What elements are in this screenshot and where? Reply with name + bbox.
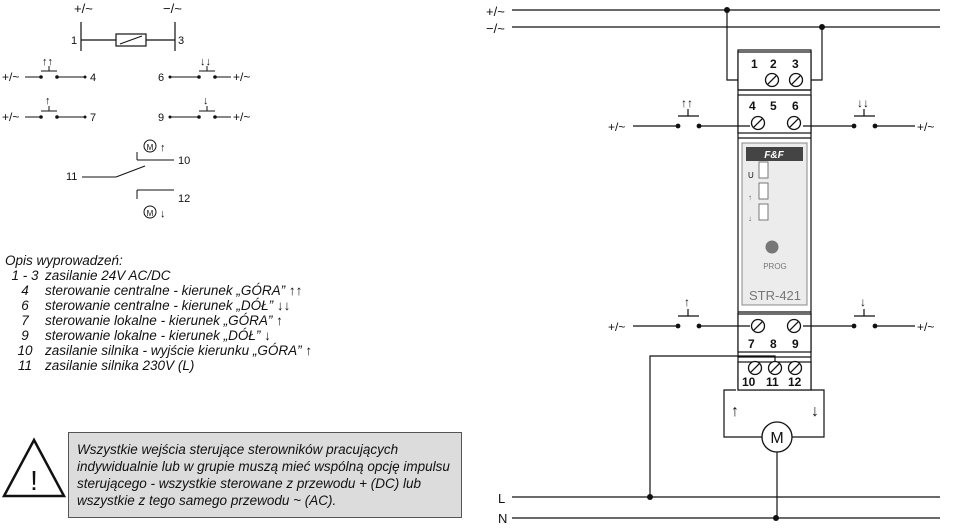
svg-text:7: 7	[748, 337, 755, 351]
down-arrow-icon: ↓	[203, 95, 209, 107]
svg-text:U: U	[748, 171, 754, 180]
svg-text:12: 12	[178, 193, 190, 205]
rail-L-label: L	[498, 491, 505, 506]
down-down-arrow-icon: ↓↓	[857, 96, 869, 110]
svg-text:9: 9	[158, 112, 164, 124]
svg-text:10: 10	[742, 375, 756, 389]
svg-text:+/~: +/~	[608, 120, 625, 134]
svg-text:11: 11	[766, 375, 779, 389]
up-up-arrow-icon: ↑↑	[681, 96, 693, 110]
svg-text:+/~: +/~	[608, 320, 625, 334]
rail-plus-label: +/~	[486, 4, 505, 19]
terminal-block-control: 4 5 6	[749, 99, 802, 131]
down-arrow-icon: ↓	[160, 208, 166, 220]
central-up-switch: +/~ ↑↑	[608, 96, 750, 134]
legend-central-down: 6 ↓↓ +/~	[158, 56, 250, 84]
legend-minus-label: −/~	[163, 1, 182, 16]
svg-text:+/~: +/~	[2, 70, 19, 84]
din-relay-device: F&F U ↑ ↓ PROG STR-421	[737, 49, 812, 391]
svg-text:3: 3	[792, 57, 799, 71]
svg-text:4: 4	[749, 99, 756, 113]
down-arrow-icon: ↓	[860, 295, 866, 309]
up-arrow-icon: ↑	[45, 95, 51, 107]
svg-text:+/~: +/~	[917, 120, 934, 134]
svg-text:!: !	[30, 465, 38, 496]
legend-local-down: 9 ↓ +/~	[158, 95, 250, 124]
rail-minus-label: −/~	[486, 21, 505, 36]
svg-text:+/~: +/~	[917, 320, 934, 334]
terminal-block-top: 1 2 3	[751, 57, 804, 88]
down-down-arrow-icon: ↓↓	[200, 56, 211, 68]
description-title: Opis wyprowadzeń:	[5, 253, 123, 268]
up-arrow-icon: ↑	[748, 193, 752, 202]
device-logo	[746, 147, 803, 161]
svg-text:7: 7	[90, 112, 96, 124]
svg-text:1: 1	[751, 57, 758, 71]
legend-term-3: 3	[178, 35, 184, 47]
local-down-switch: ↓ +/~	[803, 295, 934, 334]
prog-button[interactable]	[765, 240, 779, 254]
svg-text:4: 4	[90, 72, 96, 84]
svg-text:12: 12	[788, 375, 802, 389]
up-arrow-icon: ↑	[684, 295, 690, 309]
svg-text:M: M	[770, 430, 783, 447]
svg-text:6: 6	[158, 72, 164, 84]
legend-central-up: +/~ ↑↑ 4	[2, 56, 96, 84]
legend-term-1: 1	[71, 35, 77, 47]
up-arrow-icon: ↑	[731, 403, 739, 420]
up-arrow-icon: ↑	[160, 142, 166, 154]
svg-text:5: 5	[770, 99, 777, 113]
prog-label: PROG	[763, 262, 787, 271]
svg-text:M: M	[147, 209, 154, 218]
central-down-switch: ↓↓ +/~	[803, 96, 934, 134]
down-arrow-icon: ↓	[811, 403, 819, 420]
warning-text: Wszystkie wejścia sterujące sterowników …	[77, 442, 450, 508]
terminal-block-local: 7 8 9	[748, 318, 802, 351]
legend-motor-switch: M ↑ 10 11 12 M ↓	[66, 139, 190, 220]
led-down-indicator	[758, 203, 769, 221]
svg-text:9: 9	[792, 337, 799, 351]
terminal-block-motor: 10 11 12	[742, 360, 803, 389]
svg-text:8: 8	[770, 337, 777, 351]
warning-icon: !	[2, 437, 66, 498]
svg-text:+/~: +/~	[2, 110, 19, 124]
rail-N-label: N	[498, 511, 507, 526]
up-up-arrow-icon: ↑↑	[42, 56, 53, 68]
svg-text:F&F: F&F	[764, 150, 784, 161]
svg-text:10: 10	[178, 155, 190, 167]
local-up-switch: +/~ ↑	[608, 295, 750, 334]
svg-text:+/~: +/~	[233, 70, 250, 84]
warning-note: Wszystkie wejścia sterujące sterowników …	[68, 432, 462, 518]
legend-plus-label: +/~	[74, 1, 93, 16]
legend-local-up: +/~ ↑ 7	[2, 95, 96, 124]
svg-text:2: 2	[770, 57, 777, 71]
led-power-indicator	[758, 161, 769, 179]
svg-text:11: 11	[66, 171, 77, 183]
svg-text:6: 6	[792, 99, 799, 113]
motor-circuit: ↑ ↓ M	[649, 355, 825, 518]
led-up-indicator	[758, 182, 769, 200]
legend-supply: +/~ −/~ 1 3	[71, 1, 184, 51]
down-arrow-icon: ↓	[748, 214, 752, 223]
model-label: STR-421	[749, 288, 801, 303]
supply-rails: +/~ −/~ L N	[486, 4, 940, 526]
svg-text:+/~: +/~	[233, 110, 250, 124]
svg-text:M: M	[147, 143, 154, 152]
